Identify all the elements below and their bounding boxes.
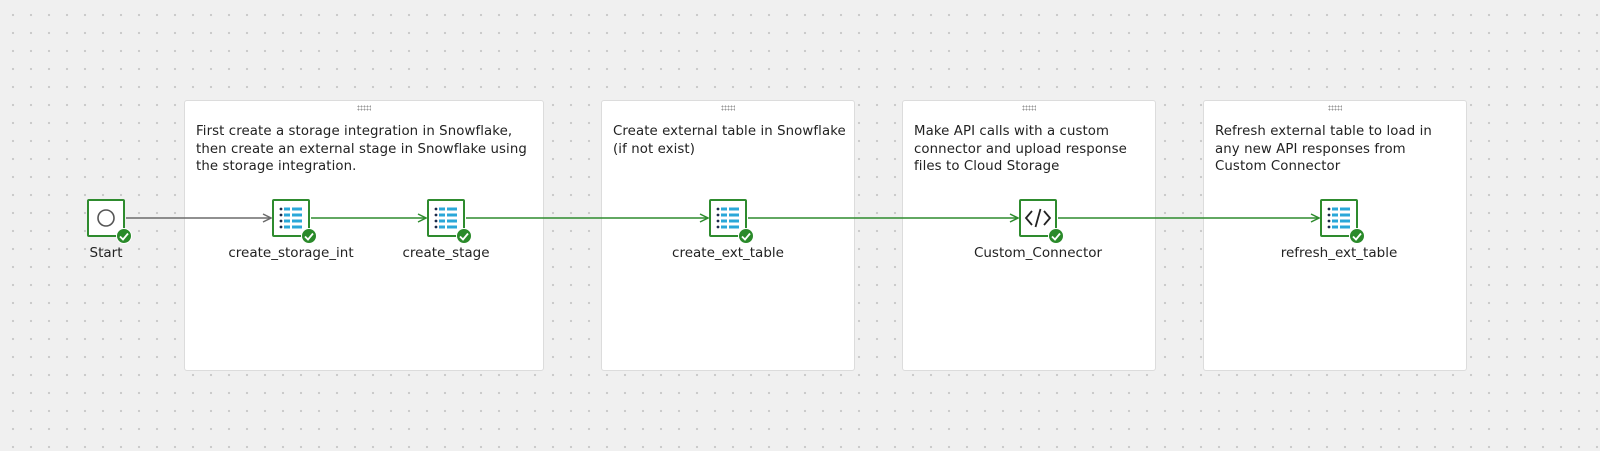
table-icon: [1327, 207, 1350, 229]
node-custom-connector[interactable]: Custom_Connector: [974, 199, 1102, 261]
note-text: Create external table in Snowflake (if n…: [613, 124, 846, 157]
drag-handle-icon[interactable]: [721, 105, 735, 111]
success-check-icon: [456, 228, 472, 244]
node-label: create_ext_table: [672, 245, 784, 261]
node-refresh-ext-table[interactable]: refresh_ext_table: [1281, 199, 1397, 261]
note-storage-integration[interactable]: First create a storage integration in Sn…: [184, 100, 544, 371]
code-icon: [1024, 208, 1052, 228]
table-icon: [279, 207, 302, 229]
success-check-icon: [116, 228, 132, 244]
node-start[interactable]: Start: [87, 199, 132, 261]
note-text: Make API calls with a custom connector a…: [914, 124, 1127, 174]
success-check-icon: [738, 228, 754, 244]
node-label: create_stage: [402, 245, 490, 261]
note-api-calls[interactable]: Make API calls with a custom connector a…: [902, 100, 1156, 371]
note-text: First create a storage integration in Sn…: [196, 124, 527, 174]
drag-handle-icon[interactable]: [357, 105, 371, 111]
note-text: Refresh external table to load in any ne…: [1215, 124, 1432, 174]
node-create-stage[interactable]: create_stage: [402, 199, 490, 261]
table-icon: [716, 207, 739, 229]
start-circle-icon: [97, 209, 115, 227]
node-create-storage-int[interactable]: create_storage_int: [228, 199, 354, 261]
node-create-ext-table[interactable]: create_ext_table: [672, 199, 784, 261]
drag-handle-icon[interactable]: [1022, 105, 1036, 111]
success-check-icon: [1349, 228, 1365, 244]
node-label: Custom_Connector: [973, 245, 1103, 261]
success-check-icon: [301, 228, 317, 244]
table-icon: [434, 207, 457, 229]
node-label: create_storage_int: [228, 245, 354, 261]
node-label: Start: [89, 245, 123, 261]
success-check-icon: [1048, 228, 1064, 244]
node-box[interactable]: [1320, 199, 1358, 237]
node-label: refresh_ext_table: [1280, 245, 1398, 261]
drag-handle-icon[interactable]: [1328, 105, 1342, 111]
